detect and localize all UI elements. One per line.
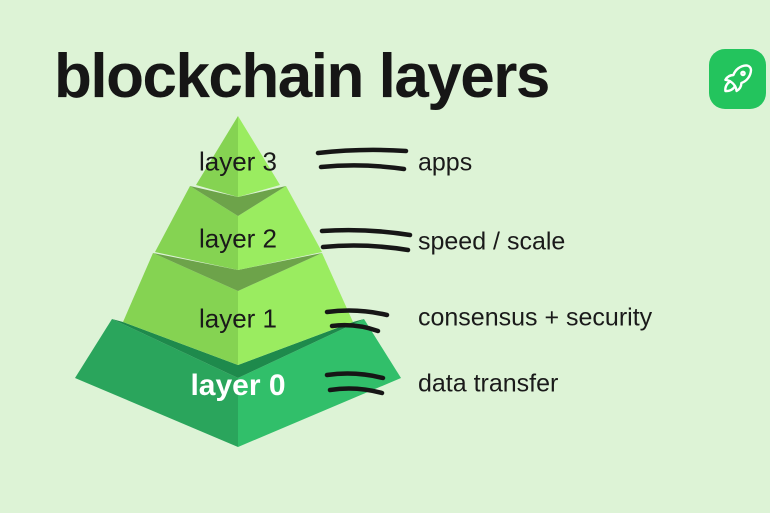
layer2-left-face <box>155 186 238 270</box>
equals-icon-layer3 <box>315 147 409 172</box>
logo-badge <box>709 49 766 109</box>
rocket-icon <box>724 64 753 93</box>
layer1-left-face <box>123 253 238 365</box>
layer0-description: data transfer <box>418 369 559 398</box>
layer1-label: layer 1 <box>198 303 278 334</box>
brand-logo <box>709 49 766 109</box>
pyramid-layer-1 <box>123 253 353 365</box>
layer0-top-face <box>112 319 364 378</box>
layer1-description: consensus + security <box>418 303 653 332</box>
layer3-description: apps <box>418 148 473 177</box>
layer2-right-face <box>238 186 322 270</box>
equals-icon-layer0 <box>324 371 386 396</box>
equals-icon-layer1 <box>324 308 390 334</box>
layer0-right-face <box>238 319 401 447</box>
layer0-left-face <box>75 319 238 447</box>
layer3-left-face <box>196 116 238 197</box>
pyramid-layer-2 <box>155 186 322 270</box>
layer3-label: layer 3 <box>198 146 278 177</box>
layer1-top-shadow-band <box>153 253 322 291</box>
layer2-top-shadow-band <box>190 186 286 216</box>
layer3-right-face <box>238 116 280 197</box>
layer1-right-face <box>238 253 353 365</box>
equals-icon-layer2 <box>319 227 413 253</box>
pyramid-layer-0 <box>75 319 401 447</box>
layer0-label: layer 0 <box>190 369 286 402</box>
page-title: blockchain layers <box>54 42 550 111</box>
layer2-description: speed / scale <box>418 227 566 256</box>
pyramid-layer-3 <box>196 116 280 197</box>
layer2-label: layer 2 <box>198 223 278 254</box>
